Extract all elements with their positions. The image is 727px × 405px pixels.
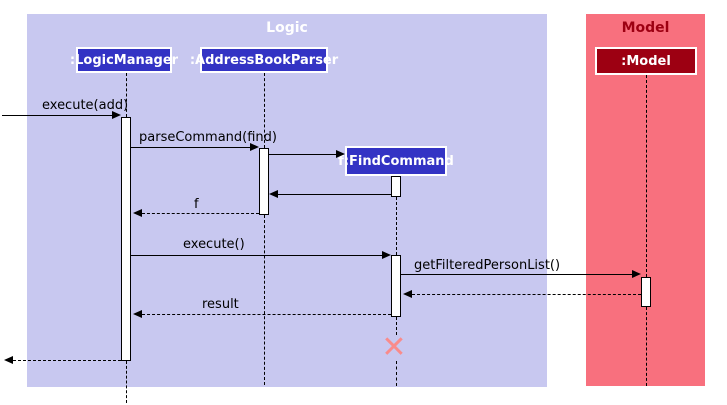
message-line-return-result [142,314,391,315]
message-line-return-to-parser [278,194,391,195]
message-label-execute: execute() [183,237,245,252]
model-frame-title: Model [621,20,670,36]
model-frame: Model [586,14,705,386]
lifeline-find-command [396,317,397,335]
participant-address-book-parser: :AddressBookParser [190,47,338,73]
message-line-return-to-caller [13,360,121,361]
logic-frame-title: Logic [266,20,308,36]
arrowhead-icon [4,356,13,364]
message-label-result: result [202,297,239,312]
arrowhead-icon [133,310,142,318]
message-line-execute-add [2,115,114,116]
message-label-execute-add: execute(add) [42,98,129,113]
message-label-return-f: f [194,197,199,212]
participant-find-command: f:FindCommand [338,146,454,176]
activation-logic-manager [121,117,131,361]
arrowhead-icon [336,150,345,158]
participant-logic-manager-label: :LogicManager [69,52,179,68]
activation-address-book-parser [259,148,269,215]
arrowhead-icon [250,143,259,151]
arrowhead-icon [632,270,641,278]
message-line-parse-command [131,147,252,148]
lifeline-find-command [396,361,397,386]
message-line-create-find-command [269,154,338,155]
message-line-return-f [142,213,259,214]
activation-find-command-create [391,176,401,197]
lifeline-logic-manager [126,361,127,403]
participant-model: :Model [595,47,697,75]
logic-frame: Logic [27,14,547,387]
arrowhead-icon [269,190,278,198]
lifeline-model [646,75,647,277]
arrowhead-icon [133,209,142,217]
destroy-x-icon: ✕ [381,330,407,365]
lifeline-logic-manager [126,73,127,117]
message-line-get-filtered-person-list [401,274,634,275]
arrowhead-icon [112,111,121,119]
participant-address-book-parser-label: :AddressBookParser [189,52,339,68]
activation-find-command-execute [391,255,401,317]
participant-logic-manager: :LogicManager [70,47,178,73]
participant-model-label: :Model [621,53,671,69]
message-line-return-from-model [412,294,641,295]
participant-find-command-label: f:FindCommand [338,153,454,169]
lifeline-model [646,307,647,386]
arrowhead-icon [382,251,391,259]
message-line-execute [131,255,384,256]
lifeline-find-command [396,197,397,255]
message-label-parse-command: parseCommand(find) [139,130,277,145]
activation-model [641,277,651,307]
arrowhead-icon [403,290,412,298]
lifeline-address-book-parser [264,73,265,148]
lifeline-address-book-parser [264,215,265,385]
message-label-get-filtered-person-list: getFilteredPersonList() [414,258,561,273]
